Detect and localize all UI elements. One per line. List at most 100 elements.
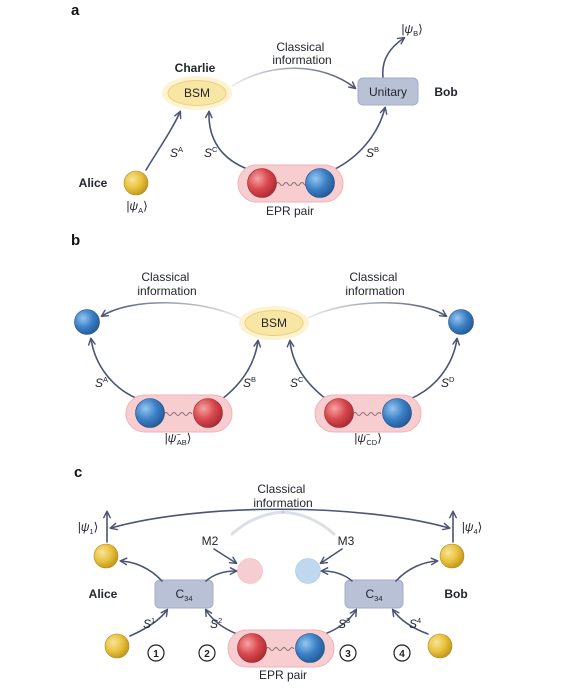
s-superscript: A xyxy=(178,145,183,154)
faded-link-m3 xyxy=(281,510,336,536)
epr-pair-label: EPR pair xyxy=(266,204,314,218)
arrow-s3 xyxy=(324,608,358,635)
unitary-box xyxy=(357,77,419,106)
arrow-c34-left-to-alice xyxy=(119,557,163,582)
ket-subscript: CD xyxy=(366,438,377,447)
arrow-epr-cd-to-right-qubit xyxy=(409,337,461,400)
label-s-c: SC xyxy=(204,145,218,160)
label-s-2: S2 xyxy=(210,616,222,631)
ket-open: |ψ xyxy=(78,520,90,534)
m2-label: M2 xyxy=(202,534,219,548)
entanglement-wave xyxy=(265,647,295,651)
bob-label: Bob xyxy=(444,587,467,601)
ket-close: ⟩ xyxy=(187,431,192,445)
classical-line-1: Classical xyxy=(349,270,397,284)
s-base: S xyxy=(210,617,218,631)
s-base: S xyxy=(143,617,151,631)
measured-blue-sphere xyxy=(295,558,321,584)
step-number: 2 xyxy=(204,649,210,660)
ket-subscript: 4 xyxy=(474,527,478,536)
panel-a: a |ψB⟩ Classical information Charlie BSM… xyxy=(71,2,458,218)
classical-line-2: information xyxy=(272,53,331,67)
s-base: S xyxy=(441,376,449,390)
label-s-a: SA xyxy=(95,375,108,390)
s-base: S xyxy=(409,617,417,631)
s-base: S xyxy=(204,146,212,160)
step-circle xyxy=(393,644,411,662)
classical-info-right-label: Classical information xyxy=(345,270,404,298)
arrow-c34-left-to-measured xyxy=(205,567,238,582)
charlie-label: Charlie xyxy=(175,61,216,75)
s-base: S xyxy=(170,146,178,160)
ket-close: ⟩ xyxy=(418,22,423,36)
s-base: S xyxy=(95,376,103,390)
ket-psi-1: |ψ1⟩ xyxy=(78,520,99,536)
ket-subscript: 1 xyxy=(90,527,94,536)
ket-close: ⟩ xyxy=(478,520,483,534)
arrow-s1 xyxy=(129,608,169,637)
epr-blue-sphere xyxy=(305,168,335,198)
classical-info-label: Classical information xyxy=(253,482,312,510)
arrow-epr-cd-to-bsm xyxy=(286,339,327,400)
epr-pair-label: EPR pair xyxy=(259,668,307,682)
arrow-bsm-to-unitary xyxy=(231,67,357,90)
c34-right-label: C34 xyxy=(365,587,382,603)
unitary-label: Unitary xyxy=(369,85,407,99)
input-sphere-4 xyxy=(427,633,453,659)
classical-info-label: Classical information xyxy=(272,40,331,67)
entanglement-wave xyxy=(163,412,193,416)
label-s-b: SB xyxy=(243,375,256,390)
gate-base: C xyxy=(175,587,184,601)
classical-line-1: Classical xyxy=(141,270,189,284)
c34-left-label: C34 xyxy=(175,587,192,603)
left-blue-qubit-sphere xyxy=(74,309,100,335)
classical-line-1: Classical xyxy=(257,482,305,496)
s-base: S xyxy=(366,146,374,160)
epr-cd-blue-sphere xyxy=(382,398,412,428)
arrow-epr-ab-to-bsm xyxy=(221,339,262,400)
panel-c-label: c xyxy=(74,464,82,481)
label-s-3: S3 xyxy=(338,616,350,631)
panel-c: c Classical information |ψ1⟩ |ψ4⟩ M2 M3 … xyxy=(74,464,482,682)
classical-info-left-label: Classical information xyxy=(137,270,196,298)
s-superscript: D xyxy=(449,375,455,384)
gate-subscript: 34 xyxy=(374,594,382,603)
s-superscript: A xyxy=(103,375,108,384)
step-number: 4 xyxy=(399,649,405,660)
arrow-s2 xyxy=(204,608,238,635)
s-base: S xyxy=(338,617,346,631)
arrow-s4 xyxy=(391,608,429,635)
ket-superscript: − xyxy=(176,430,181,439)
label-s-c: SC xyxy=(290,375,304,390)
ket-open: |ψ xyxy=(165,431,177,445)
arrow-epr-ab-to-left-qubit xyxy=(87,337,139,400)
label-s-1: S1 xyxy=(143,616,155,631)
bsm-ellipse xyxy=(244,310,304,336)
s-superscript: 3 xyxy=(346,616,350,625)
ket-close: ⟩ xyxy=(94,520,99,534)
c34-right-box xyxy=(344,579,404,609)
label-s-b: SB xyxy=(366,145,379,160)
step-2-badge: 2 xyxy=(198,644,216,662)
alice-label: Alice xyxy=(79,176,108,190)
arrow-epr-to-unitary xyxy=(332,106,388,171)
s-base: S xyxy=(243,376,251,390)
panel-a-label: a xyxy=(71,2,80,19)
alice-output-sphere xyxy=(93,543,119,569)
step-number: 1 xyxy=(153,649,159,660)
step-circle xyxy=(147,644,165,662)
ket-close: ⟩ xyxy=(143,199,148,213)
bsm-label: BSM xyxy=(261,316,287,330)
arrow-m3 xyxy=(319,548,343,565)
epr-cd-red-sphere xyxy=(324,398,354,428)
s-superscript: 1 xyxy=(151,616,155,625)
step-4-badge: 4 xyxy=(393,644,411,662)
bob-label: Bob xyxy=(434,85,457,99)
ket-subscript: AB xyxy=(177,438,187,447)
ket-psi-cd: |ψ−CD⟩ xyxy=(354,430,382,447)
classical-line-1: Classical xyxy=(276,40,324,54)
classical-line-2: information xyxy=(345,284,404,298)
bsm-ellipse xyxy=(167,80,227,106)
panel-b-label: b xyxy=(71,232,80,249)
